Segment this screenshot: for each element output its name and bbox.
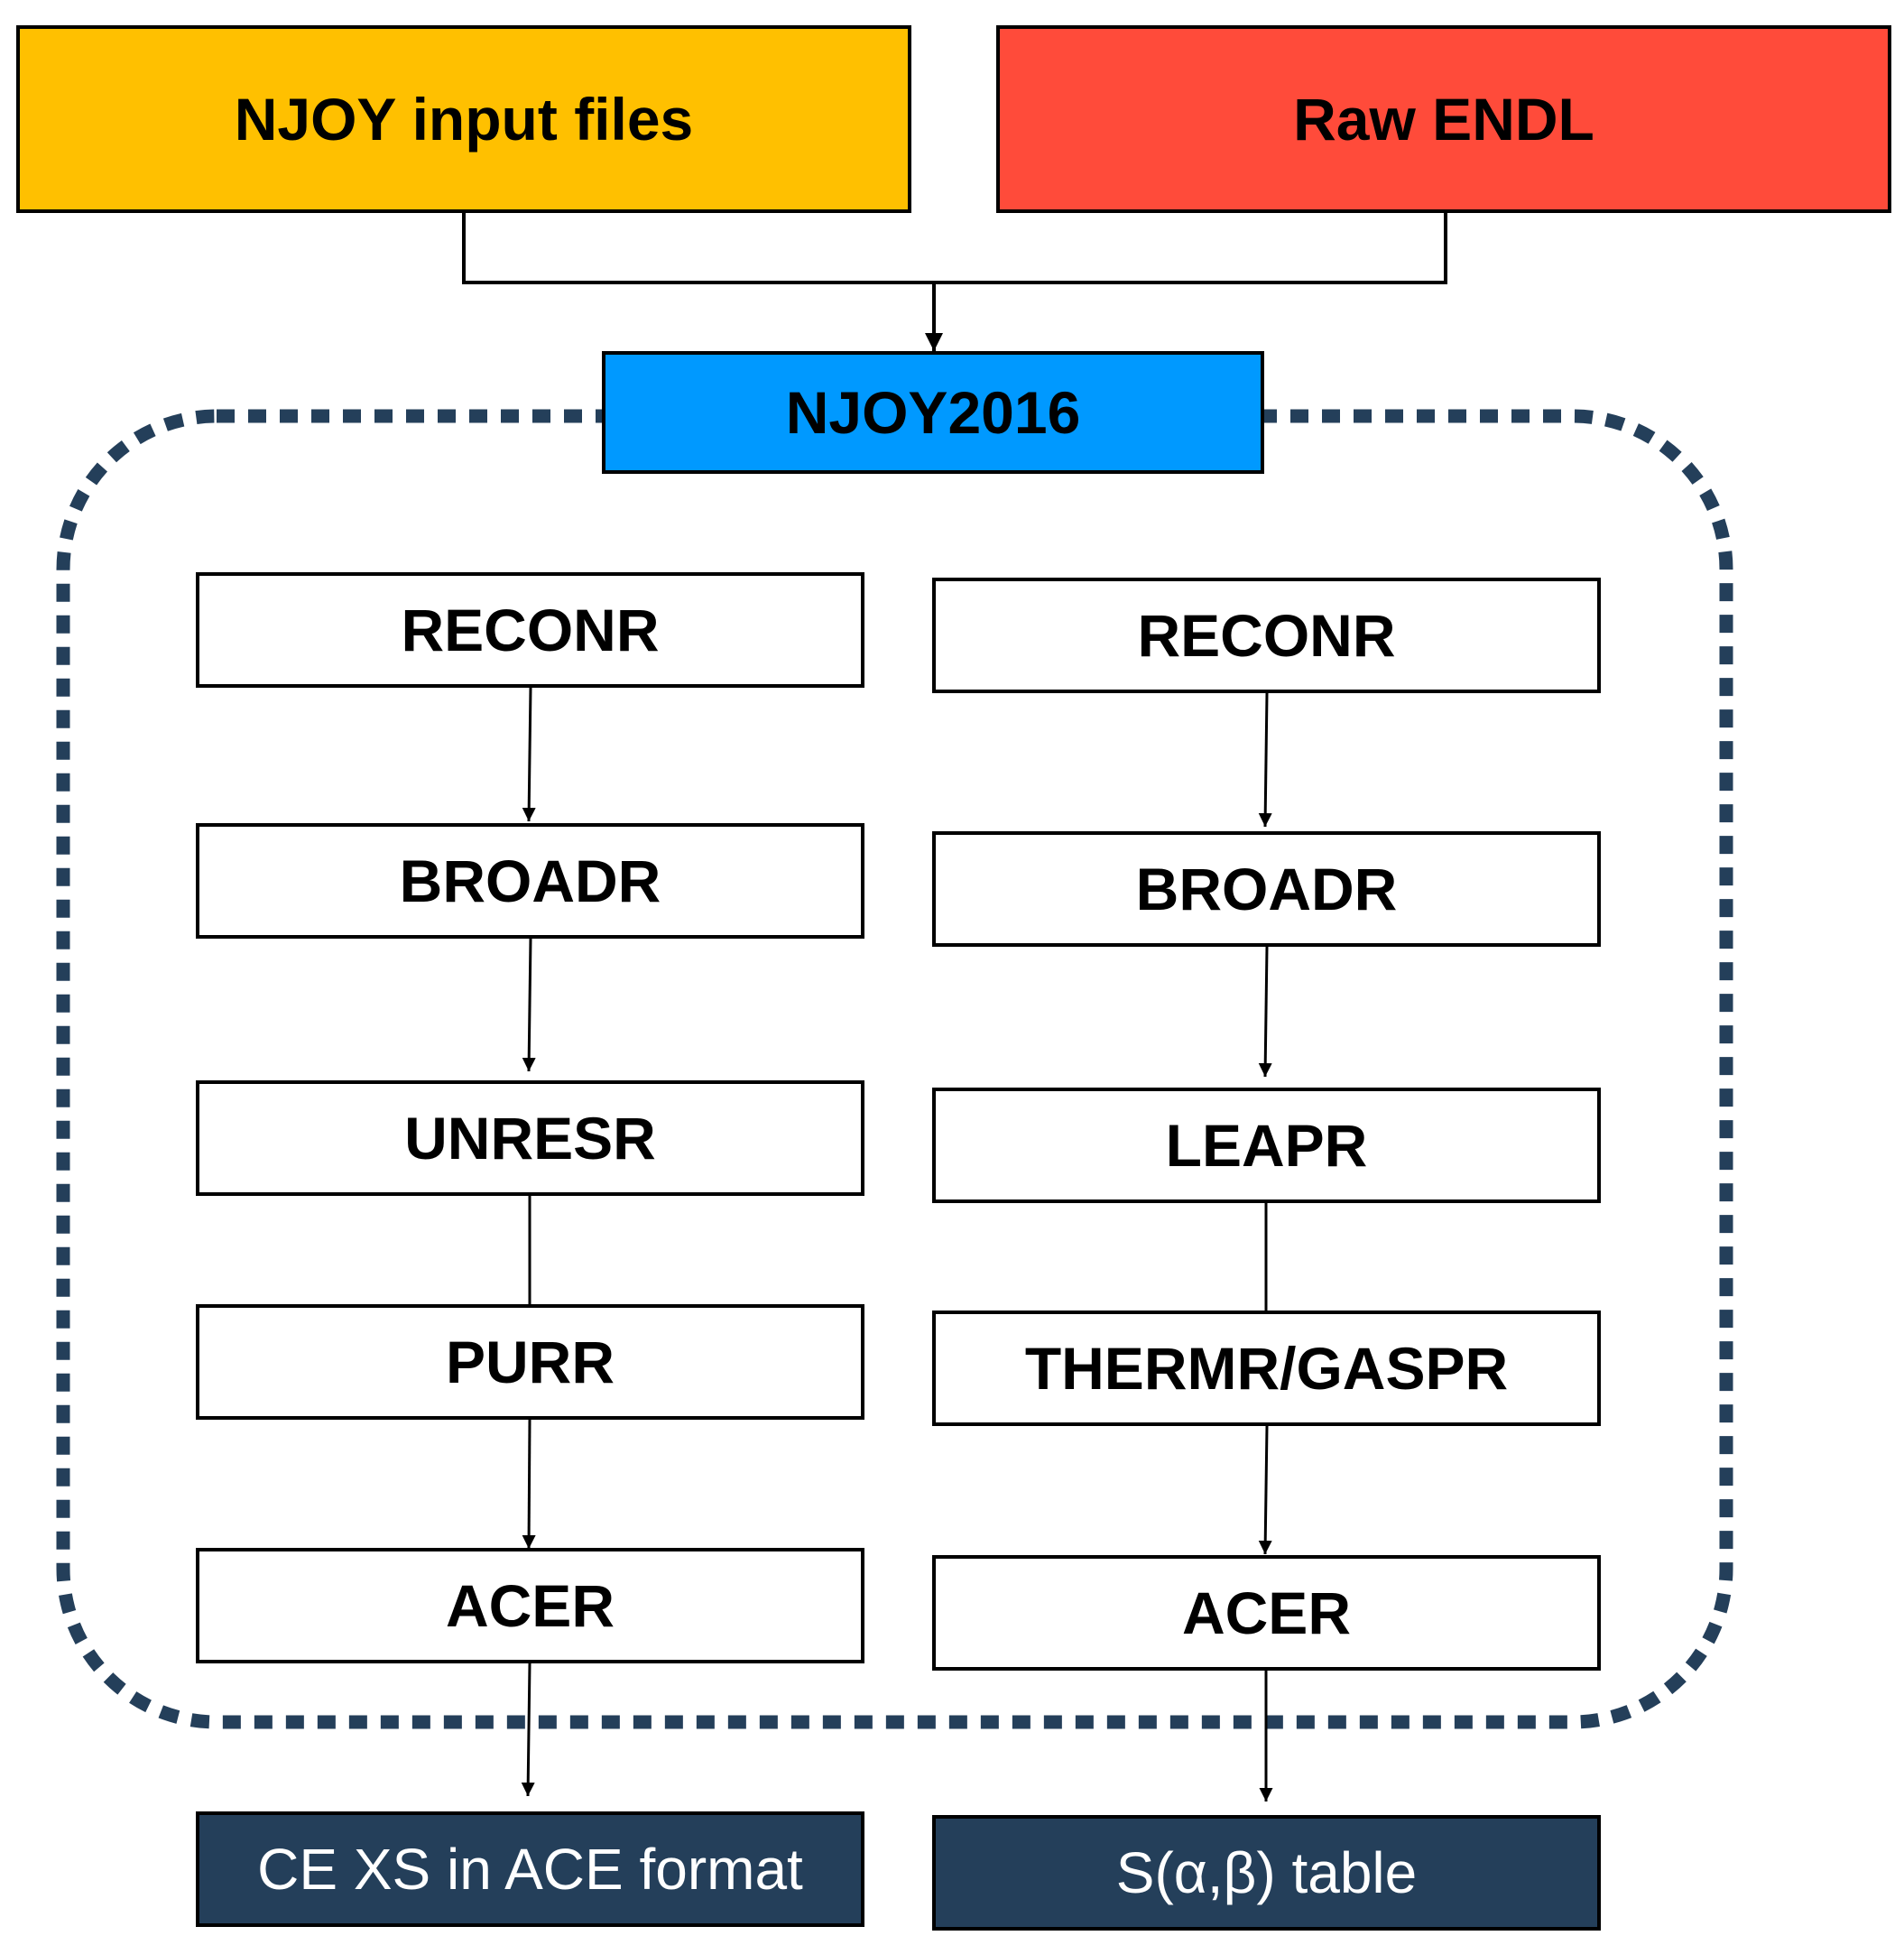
right-broadr-box: BROADR — [932, 831, 1601, 947]
left-reconr-label: RECONR — [401, 597, 660, 663]
ce-xs-output-label: CE XS in ACE format — [257, 1837, 803, 1902]
arrow-left-acer-output — [521, 1663, 535, 1797]
left-broadr-box: BROADR — [196, 823, 864, 939]
arrow-right-broadr-leapr — [1258, 946, 1272, 1078]
ce-xs-output-box: CE XS in ACE format — [196, 1811, 864, 1927]
njoy-input-files-box: NJOY input files — [16, 25, 911, 213]
arrow-left-broadr-unresr — [522, 938, 536, 1072]
left-unresr-label: UNRESR — [404, 1105, 656, 1172]
left-reconr-box: RECONR — [196, 572, 864, 688]
arrow-left-reconr-broadr — [522, 687, 536, 822]
right-broadr-label: BROADR — [1135, 856, 1398, 922]
left-acer-label: ACER — [445, 1572, 615, 1639]
right-reconr-label: RECONR — [1137, 602, 1396, 669]
arrow-right-reconr-broadr — [1258, 692, 1272, 828]
right-acer-label: ACER — [1181, 1579, 1351, 1646]
left-purr-box: PURR — [196, 1304, 864, 1420]
merge-connector — [462, 213, 1447, 284]
right-thermr-gaspr-box: THERMR/GASPR — [932, 1311, 1601, 1426]
sab-table-output-box: S(α,β) table — [932, 1815, 1601, 1931]
raw-endl-box: Raw ENDL — [996, 25, 1891, 213]
njoy2016-label: NJOY2016 — [785, 379, 1081, 446]
sab-table-output-label: S(α,β) table — [1115, 1840, 1418, 1905]
njoy2016-box: NJOY2016 — [602, 351, 1264, 474]
right-acer-box: ACER — [932, 1555, 1601, 1671]
left-unresr-box: UNRESR — [196, 1080, 864, 1196]
right-thermr-gaspr-label: THERMR/GASPR — [1024, 1335, 1509, 1402]
arrow-left-purr-acer — [522, 1419, 536, 1550]
right-leapr-box: LEAPR — [932, 1088, 1601, 1203]
left-broadr-label: BROADR — [399, 847, 661, 914]
raw-endl-label: Raw ENDL — [1293, 86, 1594, 153]
right-leapr-label: LEAPR — [1165, 1112, 1368, 1179]
njoy-input-files-label: NJOY input files — [234, 86, 694, 153]
left-acer-box: ACER — [196, 1548, 864, 1663]
left-purr-label: PURR — [445, 1329, 615, 1395]
arrow-right-thermr-acer — [1258, 1425, 1272, 1555]
right-reconr-box: RECONR — [932, 578, 1601, 693]
